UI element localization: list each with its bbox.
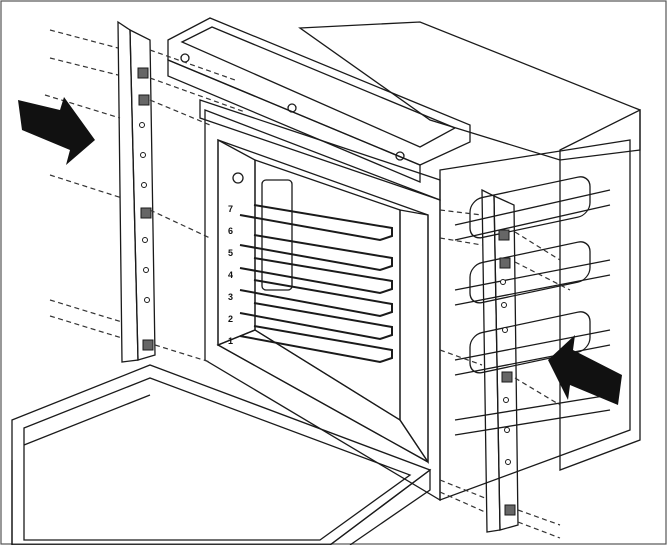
rack-level-5: 5: [228, 248, 233, 258]
rack-level-4: 4: [228, 270, 233, 280]
right-alignment-guides: [439, 209, 571, 539]
arrow-right-icon: [18, 97, 95, 165]
rack-level-1: 1: [228, 336, 233, 346]
left-side-rail: [117, 20, 156, 363]
rack-level-6: 6: [228, 226, 233, 236]
rack-guides: [239, 204, 393, 364]
rack-level-3: 3: [228, 292, 233, 302]
rack-level-7: 7: [228, 204, 233, 214]
rack-level-labels: 7 6 5 4 3 2 1: [228, 204, 233, 346]
right-side-rail: [481, 188, 519, 533]
oven-light-icon: [232, 172, 244, 184]
oven-housing: [298, 21, 641, 501]
oven-front-frame: [204, 109, 441, 502]
rack-level-2: 2: [228, 314, 233, 324]
top-cover-panel: [167, 17, 471, 201]
oven-door: [11, 364, 432, 545]
left-alignment-guides: [44, 29, 246, 363]
arrow-left-icon: [548, 335, 622, 405]
